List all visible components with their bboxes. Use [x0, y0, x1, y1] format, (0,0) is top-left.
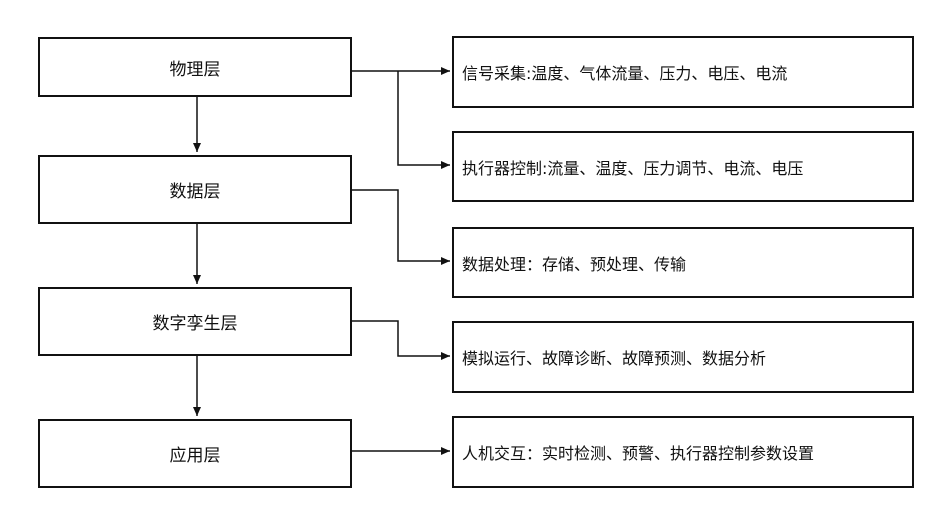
arrow-data-to-processing	[352, 190, 450, 261]
desc-signal-acquisition: 信号采集:温度、气体流量、压力、电压、电流	[452, 36, 914, 108]
layer-digital-twin: 数字孪生层	[38, 287, 352, 356]
layer-physical: 物理层	[38, 37, 352, 97]
desc-simulation-analysis: 模拟运行、故障诊断、故障预测、数据分析	[452, 321, 914, 393]
desc-data-processing: 数据处理：存储、预处理、传输	[452, 227, 914, 298]
layer-application: 应用层	[38, 419, 352, 488]
layer-data: 数据层	[38, 155, 352, 224]
desc-human-interaction: 人机交互：实时检测、预警、执行器控制参数设置	[452, 416, 914, 488]
arrow-physical-to-actuator	[398, 71, 450, 165]
arrow-twin-to-simulation	[352, 321, 450, 356]
desc-actuator-control: 执行器控制:流量、温度、压力调节、电流、电压	[452, 131, 914, 202]
